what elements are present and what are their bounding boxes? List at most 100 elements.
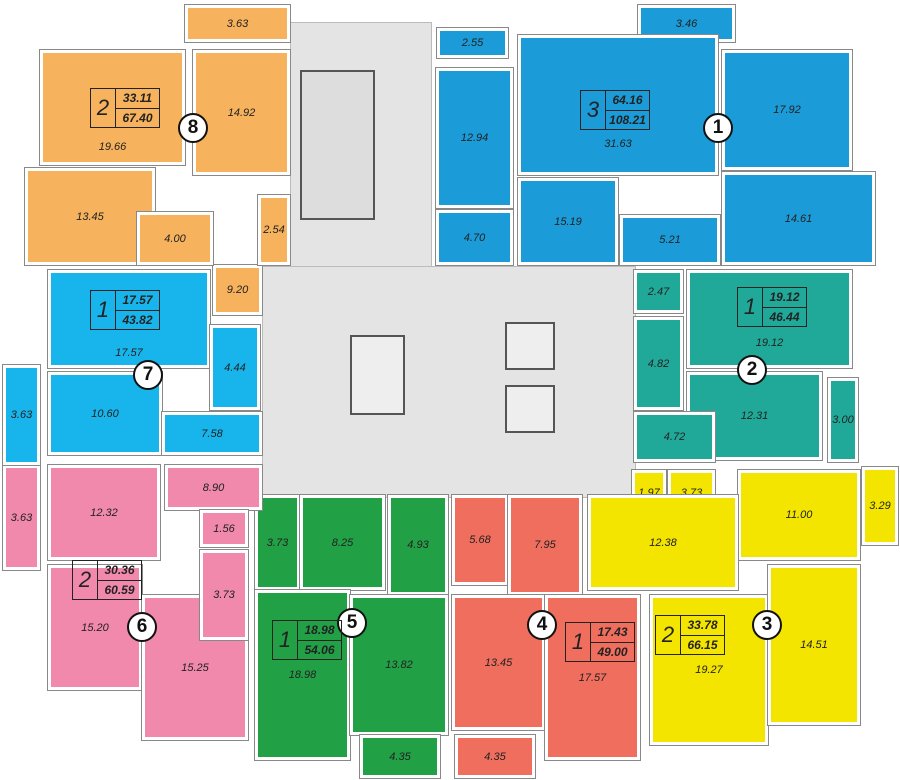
apartment-7-room[interactable]: 17.57: [47, 269, 211, 369]
room-area-label: 13.82: [385, 659, 413, 671]
room-area-label: 10.60: [91, 407, 119, 420]
apartment-4-room[interactable]: 4.35: [454, 734, 536, 779]
room-area-label: 4.70: [463, 231, 486, 244]
apartment-8-room[interactable]: 14.92: [192, 49, 291, 176]
apartment-1-room[interactable]: 17.92: [721, 49, 853, 171]
total-area: 49.00: [597, 644, 628, 659]
apartment-1-room[interactable]: 2.55: [436, 27, 509, 59]
apartment-5-room[interactable]: 4.35: [359, 734, 441, 779]
total-area: 66.15: [687, 637, 718, 652]
apartment-5-room[interactable]: 18.98: [254, 589, 351, 761]
apartment-info-box: 2 30.36 60.59: [72, 560, 142, 600]
apartment-6-room[interactable]: 8.90: [164, 464, 263, 511]
living-area: 17.57: [116, 291, 159, 311]
room-area-label: 9.20: [226, 284, 249, 296]
apartment-4-room[interactable]: 7.95: [507, 494, 583, 596]
apartment-3-room[interactable]: 12.38: [587, 494, 739, 591]
apartment-6-room[interactable]: 12.32: [47, 464, 161, 561]
apartment-6-room[interactable]: 15.20: [47, 564, 143, 691]
area-values: 18.98 54.06: [298, 621, 341, 659]
room-area-label: 13.45: [76, 210, 104, 223]
room-count: 1: [91, 291, 116, 329]
apartment-8-room[interactable]: 13.45: [24, 167, 156, 266]
apartment-8-room[interactable]: 2.54: [257, 194, 291, 266]
apartment-1-room[interactable]: 31.63: [517, 34, 719, 176]
apartment-4-room[interactable]: 17.57: [544, 594, 641, 761]
apartment-1-room[interactable]: 14.61: [721, 171, 876, 266]
room-count: 3: [581, 91, 606, 129]
apartment-4-room[interactable]: 13.45: [451, 594, 546, 731]
room-area-label: 14.51: [800, 639, 828, 651]
room-area-label: 14.61: [784, 212, 813, 225]
apartment-5-room[interactable]: 4.93: [387, 494, 449, 596]
total-area: 60.59: [104, 582, 135, 597]
total-area: 54.06: [304, 642, 335, 657]
total-area: 108.21: [609, 112, 646, 127]
apartment-8-room[interactable]: 9.20: [212, 264, 263, 316]
apartment-8-room[interactable]: 4.00: [136, 211, 214, 266]
apartment-4-room[interactable]: 5.68: [451, 494, 509, 586]
room-area-label: 17.92: [773, 104, 801, 116]
apartment-5-room[interactable]: 8.25: [299, 494, 386, 591]
apartment-6-room[interactable]: 3.73: [199, 549, 249, 641]
apartment-number-badge: 6: [127, 612, 157, 642]
apartment-1-room[interactable]: 4.70: [435, 209, 514, 266]
area-values: 19.12 46.44: [763, 288, 806, 326]
apartment-7-room[interactable]: 7.58: [161, 411, 263, 456]
living-area: 17.43: [591, 623, 634, 643]
room-area-label: 15.25: [181, 661, 209, 674]
apartment-1-room[interactable]: 5.21: [619, 214, 721, 266]
apartment-6-room[interactable]: 1.56: [199, 509, 249, 548]
room-area-label: 3.63: [10, 409, 33, 421]
apartment-2-room[interactable]: 4.82: [633, 316, 684, 411]
apartment-number-badge: 3: [752, 610, 782, 640]
room-area-label: 18.98: [288, 669, 317, 681]
apartment-3-room[interactable]: 14.51: [767, 564, 861, 726]
apartment-3-room[interactable]: 11.00: [737, 469, 861, 561]
apartment-info-box: 1 17.43 49.00: [565, 622, 635, 662]
apartment-number-badge: 2: [737, 355, 767, 385]
area-values: 30.36 60.59: [98, 561, 141, 599]
room-area-label: 4.44: [224, 361, 246, 374]
apartment-7-room[interactable]: 3.63: [2, 364, 41, 466]
apartment-5-room[interactable]: 3.73: [254, 494, 301, 591]
apartment-number-badge: 5: [337, 608, 367, 638]
room-area-label: 13.45: [484, 656, 513, 669]
room-area-label: 4.82: [647, 357, 670, 370]
apartment-6-room[interactable]: 3.63: [2, 464, 41, 571]
room-area-label: 3.63: [226, 17, 249, 30]
room-area-label: 12.38: [649, 536, 677, 549]
apartment-8-room[interactable]: 19.66: [39, 49, 186, 166]
room-count: 1: [273, 621, 298, 659]
room-area-label: 7.58: [201, 427, 223, 440]
room-area-label: 12.32: [90, 506, 118, 519]
room-area-label: 3.29: [869, 500, 891, 512]
elevator-hall: [262, 266, 636, 498]
apartment-8-room[interactable]: 3.63: [184, 4, 291, 43]
room-count: 1: [566, 623, 591, 661]
room-area-label: 4.00: [164, 232, 186, 245]
elevator-shaft: [505, 385, 555, 433]
room-area-label: 3.63: [10, 511, 33, 524]
room-area-label: 12.31: [740, 410, 769, 422]
area-values: 17.57 43.82: [116, 291, 159, 329]
room-area-label: 19.12: [755, 337, 784, 349]
room-area-label: 2.47: [647, 285, 670, 298]
apartment-1-room[interactable]: 12.94: [435, 67, 514, 209]
room-area-label: 8.25: [331, 536, 354, 549]
living-area: 64.16: [606, 91, 649, 111]
room-area-label: 4.72: [663, 431, 686, 443]
room-area-label: 5.21: [659, 234, 681, 246]
apartment-3-room[interactable]: 19.27: [649, 594, 769, 746]
apartment-2-room[interactable]: 4.72: [633, 411, 716, 463]
apartment-7-room[interactable]: 4.44: [209, 324, 261, 411]
apartment-2-room[interactable]: 19.12: [686, 269, 853, 369]
apartment-1-room[interactable]: 15.19: [517, 177, 619, 266]
apartment-2-room[interactable]: 2.47: [633, 269, 684, 314]
apartment-2-room[interactable]: 3.00: [827, 377, 859, 463]
apartment-info-box: 2 33.11 67.40: [90, 88, 160, 128]
room-area-label: 7.95: [534, 539, 556, 551]
apartment-3-room[interactable]: 3.29: [861, 466, 899, 546]
apartment-info-box: 3 64.16 108.21: [580, 90, 650, 130]
